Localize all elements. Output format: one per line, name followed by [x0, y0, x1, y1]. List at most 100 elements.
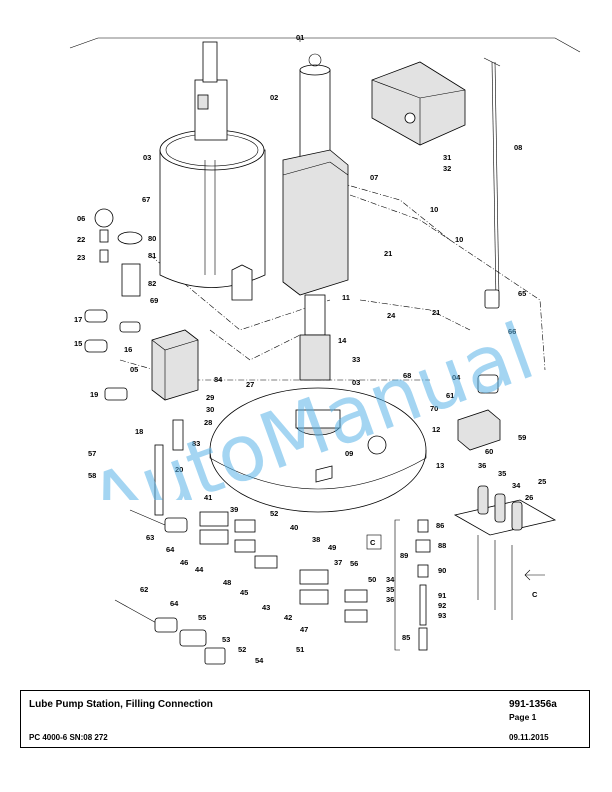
- machine-model: PC 4000-6 SN:08 272: [29, 733, 108, 742]
- label-46: 46: [180, 558, 188, 567]
- label-70: 70: [430, 404, 438, 413]
- label-03: 03: [143, 153, 151, 162]
- valve-04: [457, 409, 501, 451]
- view-arrow-label: C: [532, 590, 538, 599]
- fitting-15: [84, 339, 108, 353]
- dipstick: [483, 57, 501, 301]
- label-22: 22: [77, 235, 85, 244]
- label-69: 69: [150, 296, 158, 305]
- label-50: 50: [368, 575, 376, 584]
- view-arrow: [524, 569, 545, 581]
- label-86: 86: [436, 521, 444, 530]
- label-49: 49: [328, 543, 336, 552]
- label-28: 28: [204, 418, 212, 427]
- label-61: 61: [446, 391, 454, 400]
- label-38: 38: [312, 535, 320, 544]
- label-30: 30: [206, 405, 214, 414]
- label-05: 05: [130, 365, 138, 374]
- label-35b: 35: [498, 469, 506, 478]
- label-07: 07: [370, 173, 378, 182]
- label-27: 27: [246, 380, 254, 389]
- fitting-23: [99, 249, 109, 263]
- label-64a: 64: [166, 545, 175, 554]
- document-number: 991-1356a: [509, 699, 557, 710]
- fitting-22: [99, 229, 109, 243]
- label-42: 42: [284, 613, 292, 622]
- label-04: 04: [452, 373, 461, 382]
- label-36: 36: [386, 595, 394, 604]
- label-58: 58: [88, 471, 96, 480]
- label-83: 83: [192, 439, 200, 448]
- drawing-title: Lube Pump Station, Filling Connection: [29, 699, 213, 710]
- label-66: 66: [508, 327, 516, 336]
- view-marker-label: C: [370, 538, 376, 547]
- exploded-parts-diagram: C C 01 02 03 03 05 06 07 08 09 10 10 11 …: [69, 33, 581, 665]
- label-32: 32: [443, 164, 451, 173]
- page-number: Page 1: [509, 712, 537, 722]
- view-marker-box: [366, 534, 382, 550]
- label-90: 90: [438, 566, 446, 575]
- label-31: 31: [443, 153, 451, 162]
- label-23: 23: [77, 253, 85, 262]
- label-48: 48: [223, 578, 231, 587]
- fitting-83: [172, 419, 184, 451]
- tube-20: [154, 444, 164, 516]
- label-18: 18: [135, 427, 143, 436]
- label-21b: 21: [432, 308, 440, 317]
- label-82: 82: [148, 279, 156, 288]
- label-84: 84: [214, 375, 223, 384]
- cap-80: [117, 231, 143, 245]
- gauge-06: [94, 208, 114, 228]
- label-65: 65: [518, 289, 526, 298]
- hose-62: [114, 599, 161, 626]
- label-43: 43: [262, 603, 270, 612]
- label-91: 91: [438, 591, 446, 600]
- label-57: 57: [88, 449, 96, 458]
- label-19: 19: [90, 390, 98, 399]
- label-63: 63: [146, 533, 154, 542]
- label-37: 37: [334, 558, 342, 567]
- label-34: 34: [386, 575, 395, 584]
- label-52a: 52: [270, 509, 278, 518]
- label-53: 53: [222, 635, 230, 644]
- hose-63: [129, 509, 166, 526]
- label-34b: 34: [512, 481, 521, 490]
- fitting-19: [104, 387, 128, 401]
- label-06: 06: [77, 214, 85, 223]
- label-13: 13: [436, 461, 444, 470]
- label-01: 01: [296, 33, 304, 42]
- title-block: Lube Pump Station, Filling Connection 99…: [20, 690, 590, 748]
- label-92: 92: [438, 601, 446, 610]
- valve-block: [151, 329, 199, 401]
- label-25: 25: [538, 477, 546, 486]
- label-12: 12: [432, 425, 440, 434]
- label-39: 39: [230, 505, 238, 514]
- issue-date: 09.11.2015: [509, 733, 549, 742]
- label-11: 11: [342, 293, 350, 302]
- label-17: 17: [74, 315, 82, 324]
- label-09: 09: [345, 449, 353, 458]
- label-41: 41: [204, 493, 212, 502]
- connector-cluster: [199, 511, 368, 623]
- pump-cylinder: [282, 53, 349, 381]
- label-89: 89: [400, 551, 408, 560]
- label-44: 44: [195, 565, 204, 574]
- fitting-16: [119, 321, 141, 333]
- base-plate: [209, 387, 427, 513]
- label-16: 16: [124, 345, 132, 354]
- label-45: 45: [240, 588, 248, 597]
- label-59: 59: [518, 433, 526, 442]
- label-10a: 10: [430, 205, 438, 214]
- label-10b: 10: [455, 235, 463, 244]
- label-80: 80: [148, 234, 156, 243]
- label-81: 81: [148, 251, 156, 260]
- label-02: 02: [270, 93, 278, 102]
- label-54: 54: [255, 656, 264, 665]
- label-93: 93: [438, 611, 446, 620]
- fitting-17: [84, 309, 108, 323]
- filter-82: [121, 263, 141, 297]
- label-15: 15: [74, 339, 82, 348]
- label-64b: 64: [170, 599, 179, 608]
- label-40: 40: [290, 523, 298, 532]
- label-20: 20: [175, 465, 183, 474]
